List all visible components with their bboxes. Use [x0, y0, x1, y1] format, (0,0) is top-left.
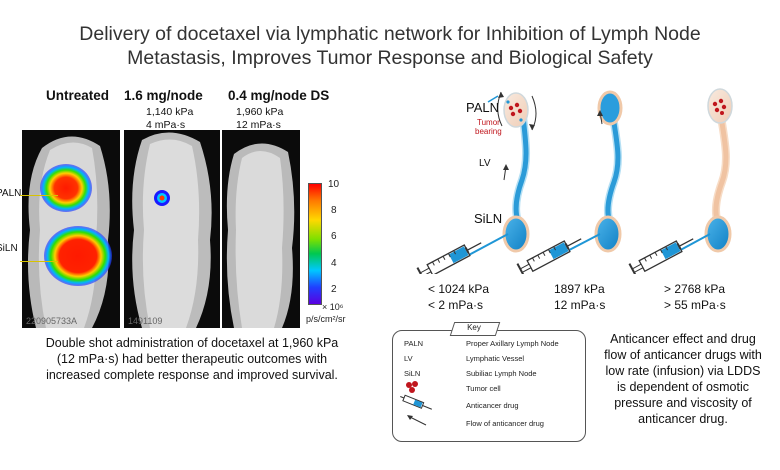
left-caption-line-3: increased complete response and improved… [46, 368, 338, 382]
siln-node-1 [502, 215, 530, 253]
diagram-label-bearing: bearing [475, 127, 502, 136]
diagram-label-paln: PALN [466, 100, 499, 115]
right-caption-line-6: anticancer drug. [638, 412, 728, 426]
key-abbr-lv: LV [404, 354, 413, 363]
right-caption-line-1: Anticancer effect and drug [610, 332, 756, 346]
key-desc-tumor-cell: Tumor cell [466, 384, 501, 393]
colorbar-tick-2: 2 [331, 284, 337, 295]
tumor-cell-icon [406, 381, 418, 393]
colorbar [308, 183, 322, 305]
syringe-1 [416, 242, 482, 274]
colorbar-tick-10: 10 [328, 179, 340, 190]
condition-1-pressure: < 1024 kPa [428, 282, 490, 296]
condition-1-viscosity: < 2 mPa·s [428, 298, 484, 312]
mouse-id-2: 1491109 [128, 316, 162, 326]
key-desc-flow: Flow of anticancer drug [466, 419, 544, 428]
photo-pointer-paln [20, 195, 58, 196]
right-caption-line-5: pressure and viscosity of [614, 396, 752, 410]
title-line-2: Metastasis, Improves Tumor Response and … [127, 47, 653, 69]
anticancer-drug-syringe-icon [400, 394, 433, 410]
panel-pressure-0-4mg: 1,960 kPa [236, 106, 284, 118]
mouse-0-4mg-svg [226, 143, 295, 328]
diagram-label-siln: SiLN [474, 211, 503, 226]
panel-label-1-6mg: 1.6 mg/node [124, 88, 203, 103]
mouse-image-untreated: 220905733A [22, 130, 120, 328]
condition-3-pressure: > 2768 kPa [664, 282, 726, 296]
siln-node-2 [594, 215, 622, 253]
condition-2-pressure: 1897 kPa [554, 282, 605, 296]
lymphatic-diagram [416, 88, 733, 274]
paln-node-2 [597, 90, 623, 126]
right-caption-line-3: low rate (infusion) via LDDS [605, 364, 761, 378]
photo-label-siln: SiLN [0, 243, 18, 254]
mouse-image-0-4mg-ds [222, 130, 300, 328]
panel-viscosity-0-4mg: 12 mPa·s [236, 119, 281, 131]
colorbar-exponent: × 10⁶ [322, 302, 344, 312]
key-title: Key [467, 323, 481, 332]
diagram-column-2 [516, 90, 623, 274]
paln-node-3 [707, 88, 733, 124]
syringe-3 [628, 238, 694, 274]
mouse-1-6mg-svg: 1491109 [128, 132, 212, 328]
condition-2-viscosity: 12 mPa·s [554, 298, 606, 312]
panel-viscosity-1-6mg: 4 mPa·s [146, 119, 186, 131]
syringe-2 [516, 238, 582, 274]
panel-label-untreated: Untreated [46, 88, 110, 103]
diagram-column-1 [416, 91, 537, 274]
paln-node-1 [503, 92, 529, 128]
flow-arrow-icon [407, 415, 427, 426]
condition-3-viscosity: > 55 mPa·s [664, 298, 726, 312]
colorbar-tick-4: 4 [331, 258, 337, 269]
right-caption-line-4: is dependent of osmotic [616, 380, 750, 394]
diagram-column-3 [628, 88, 733, 274]
siln-node-3 [704, 215, 732, 253]
key-abbr-siln: SiLN [404, 369, 421, 378]
panel-pressure-1-6mg: 1,140 kPa [146, 106, 194, 118]
colorbar-unit: p/s/cm²/sr [306, 314, 346, 324]
key-abbr-paln: PALN [404, 339, 424, 348]
diagram-label-tumor: Tumor [477, 118, 500, 127]
left-caption-line-1: Double shot administration of docetaxel … [45, 336, 339, 350]
right-caption-line-2: flow of anticancer drugs with [604, 348, 762, 362]
mouse-id-1: 220905733A [26, 316, 77, 326]
key-desc-lv: Lymphatic Vessel [466, 354, 525, 363]
key-desc-siln: Subiliac Lymph Node [466, 369, 537, 378]
mouse-untreated-svg: 220905733A [26, 136, 112, 328]
title-line-1: Delivery of docetaxel via lymphatic netw… [79, 23, 701, 45]
panel-label-0-4mg-ds: 0.4 mg/node DS [228, 88, 330, 103]
photo-label-paln: PALN [0, 188, 22, 199]
mouse-image-1-6mg: 1491109 [124, 130, 220, 328]
key-desc-anticancer-drug: Anticancer drug [466, 401, 519, 410]
colorbar-tick-6: 6 [331, 231, 337, 242]
left-caption-line-2: (12 mPa·s) had better therapeutic outcom… [56, 352, 328, 366]
photo-pointer-siln [20, 261, 58, 262]
key-desc-paln: Proper Axillary Lymph Node [466, 339, 559, 348]
colorbar-tick-8: 8 [331, 205, 337, 216]
diagram-label-lv: LV [479, 158, 491, 169]
